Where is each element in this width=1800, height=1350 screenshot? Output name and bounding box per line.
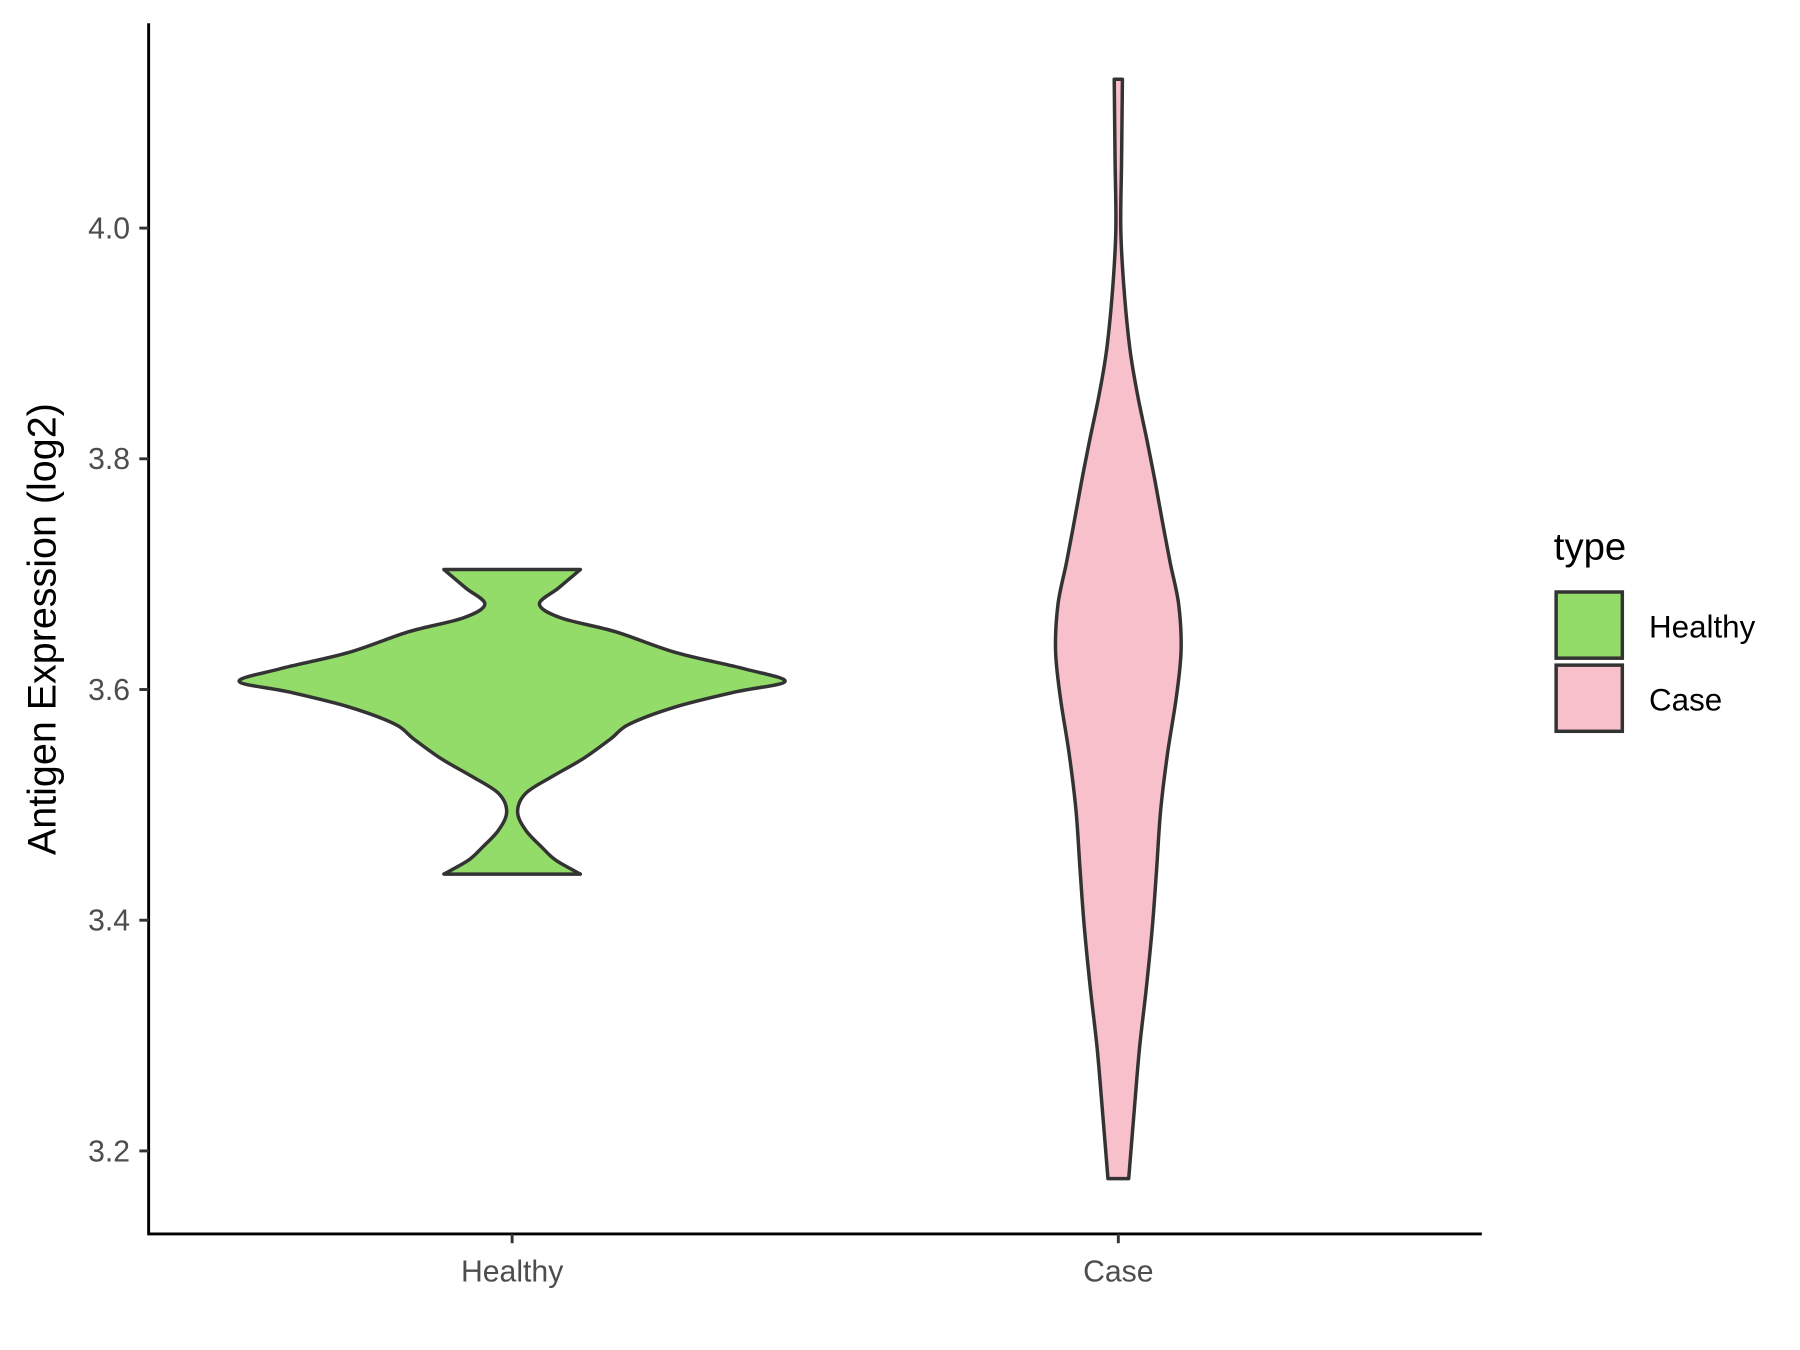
violin-case <box>1053 77 1183 1181</box>
legend-title: type <box>1554 526 1626 569</box>
legend-key-healthy <box>1554 590 1625 660</box>
legend-label: Healthy <box>1649 609 1756 644</box>
x-ticks: Healthy Case <box>461 1233 1154 1289</box>
y-ticks: 3.2 3.4 3.6 3.8 4.0 <box>88 213 149 1168</box>
y-axis-title: Antigen Expression (log2) <box>21 403 65 855</box>
legend-key-case <box>1554 663 1625 734</box>
y-tick-label: 3.4 <box>88 905 130 938</box>
legend-label: Case <box>1649 682 1722 717</box>
violin-healthy <box>237 567 787 876</box>
violins <box>237 77 1183 1181</box>
x-tick-label: Case <box>1083 1256 1153 1289</box>
y-tick-label: 3.6 <box>88 674 130 707</box>
x-tick-label: Healthy <box>461 1256 564 1289</box>
y-tick-label: 3.2 <box>88 1135 130 1168</box>
y-tick-label: 4.0 <box>88 213 130 246</box>
y-tick-label: 3.8 <box>88 443 130 476</box>
